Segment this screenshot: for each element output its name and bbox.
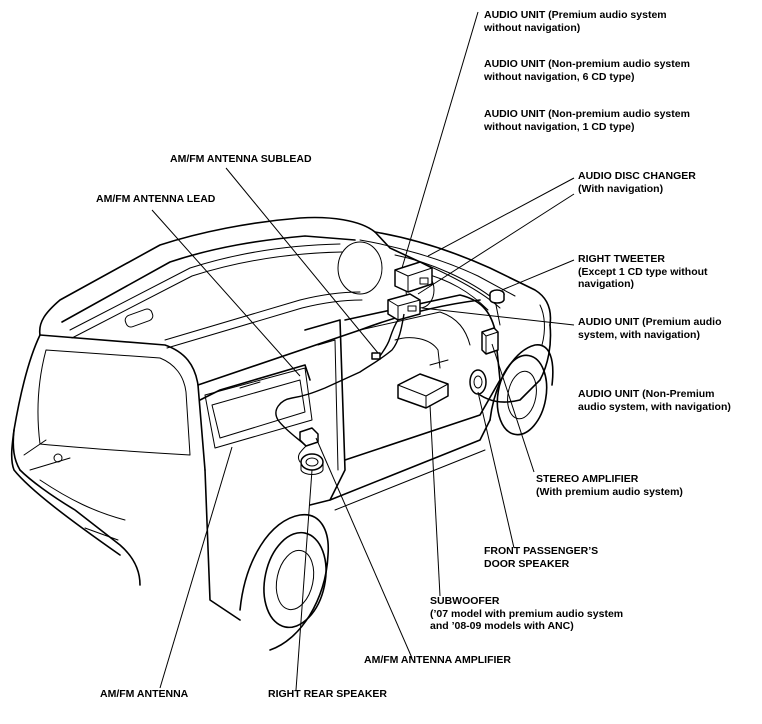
label-audio-unit-premium-nav: AUDIO UNIT (Premium audio system, with n…	[578, 316, 722, 341]
label-line: (Except 1 CD type without	[578, 265, 708, 278]
label-line: without navigation, 6 CD type)	[484, 70, 635, 83]
subwoofer	[397, 373, 449, 409]
audio-unit-upper	[394, 261, 433, 293]
right-tweeter	[489, 289, 505, 304]
antenna-sublead-cable	[379, 319, 399, 357]
label-line: DOOR SPEAKER	[484, 557, 570, 570]
antenna-lead-cable	[275, 313, 405, 447]
label-line: (With premium audio system)	[536, 485, 683, 498]
label-line: navigation)	[578, 278, 635, 290]
label-line: AUDIO UNIT (Premium audio system	[484, 9, 667, 21]
label-line: AUDIO DISC CHANGER	[578, 170, 696, 182]
label-am-fm-antenna-amplifier: AM/FM ANTENNA AMPLIFIER	[364, 654, 511, 667]
front-door-speaker	[469, 369, 487, 395]
van-body	[10, 216, 554, 651]
label-line: AM/FM ANTENNA LEAD	[96, 193, 216, 205]
label-line: RIGHT REAR SPEAKER	[268, 688, 388, 700]
label-line: without navigation)	[484, 21, 581, 34]
label-audio-unit-nonpremium-1cd: AUDIO UNIT (Non-premium audio system wit…	[484, 108, 690, 133]
label-line: RIGHT TWEETER	[578, 253, 665, 265]
label-line: (With navigation)	[578, 182, 664, 195]
label-right-rear-speaker: RIGHT REAR SPEAKER	[268, 688, 387, 701]
label-line: AUDIO UNIT (Non-Premium	[578, 388, 715, 400]
label-line: without navigation, 1 CD type)	[484, 120, 635, 133]
label-audio-unit-nonpremium-nav: AUDIO UNIT (Non-Premium audio system, wi…	[578, 388, 731, 413]
label-line: AUDIO UNIT (Non-premium audio system	[484, 108, 690, 120]
label-line: AUDIO UNIT (Non-premium audio system	[484, 58, 690, 70]
label-line: AM/FM ANTENNA AMPLIFIER	[364, 654, 511, 666]
label-front-passenger-door-speaker: FRONT PASSENGER’S DOOR SPEAKER	[484, 545, 598, 570]
label-audio-unit-nonpremium-6cd: AUDIO UNIT (Non-premium audio system wit…	[484, 58, 690, 83]
leader-lines	[151, 11, 575, 691]
antenna-connector	[371, 352, 381, 360]
label-am-fm-antenna-lead: AM/FM ANTENNA LEAD	[96, 193, 215, 206]
label-line: audio system, with navigation)	[578, 400, 731, 413]
label-line: AM/FM ANTENNA SUBLEAD	[170, 153, 312, 165]
label-line: (’07 model with premium audio system	[430, 607, 624, 620]
label-line: AM/FM ANTENNA	[100, 688, 189, 700]
label-audio-unit-premium-no-nav: AUDIO UNIT (Premium audio system without…	[484, 9, 667, 34]
label-right-tweeter: RIGHT TWEETER (Except 1 CD type without …	[578, 253, 708, 291]
label-am-fm-antenna: AM/FM ANTENNA	[100, 688, 188, 701]
label-line: and ’08-09 models with ANC)	[430, 620, 574, 632]
label-stereo-amplifier: STEREO AMPLIFIER (With premium audio sys…	[536, 473, 683, 498]
label-line: SUBWOOFER	[430, 595, 500, 607]
stereo-amplifier	[481, 327, 499, 355]
audio-unit-lower	[387, 293, 421, 321]
label-audio-disc-changer: AUDIO DISC CHANGER (With navigation)	[578, 170, 696, 195]
label-line: system, with navigation)	[578, 328, 700, 341]
label-line: AUDIO UNIT (Premium audio	[578, 316, 722, 328]
label-subwoofer: SUBWOOFER (’07 model with premium audio …	[430, 595, 623, 633]
label-am-fm-antenna-sublead: AM/FM ANTENNA SUBLEAD	[170, 153, 312, 166]
label-line: FRONT PASSENGER’S	[484, 545, 599, 557]
label-line: STEREO AMPLIFIER	[536, 473, 639, 485]
audio-components	[275, 261, 505, 475]
